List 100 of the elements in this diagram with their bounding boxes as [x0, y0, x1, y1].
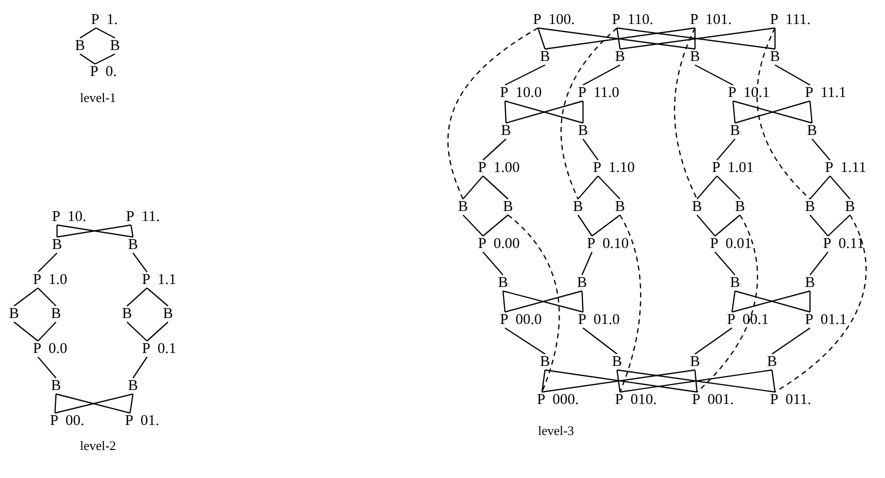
node-label: P 100.	[533, 12, 575, 28]
connector-line	[126, 288, 148, 306]
node-label: B	[501, 123, 512, 139]
connector-line	[694, 328, 732, 354]
node-label: B	[540, 354, 550, 370]
node-label: P 010.	[615, 392, 657, 408]
connector-line	[774, 64, 810, 86]
dashed-connector	[560, 28, 618, 200]
node-label: B	[690, 49, 700, 65]
node-label: P 00.	[50, 413, 84, 429]
connector-line	[14, 288, 38, 306]
node-label: P 1.00	[478, 160, 520, 176]
node-label: P 01.1	[805, 312, 847, 328]
caption: level-1	[80, 90, 116, 106]
connector-line	[80, 54, 96, 64]
connector-line	[146, 322, 168, 342]
connector-line	[696, 214, 716, 236]
connector-line	[771, 370, 776, 392]
node-label: B	[52, 237, 62, 253]
connector-line	[581, 290, 584, 312]
node-label: B	[9, 306, 20, 322]
connector-line	[578, 214, 592, 236]
connector-line	[80, 28, 96, 38]
connector-line	[714, 252, 736, 276]
connector-line	[716, 176, 740, 200]
connector-line	[774, 28, 776, 49]
connector-line	[772, 328, 810, 354]
node-label: B	[770, 49, 780, 65]
dashed-connector	[774, 214, 867, 392]
node-label: B	[692, 199, 702, 215]
connector-line	[146, 288, 168, 306]
node-label: P 000.	[537, 392, 579, 408]
connector-line	[578, 176, 598, 200]
connector-line	[462, 176, 484, 200]
connector-line	[38, 356, 56, 378]
node-label: P 0.10	[587, 236, 629, 252]
node-label: B	[458, 199, 468, 215]
node-label: P 111.	[770, 12, 811, 28]
connector-line	[731, 290, 736, 312]
node-label: P 0.01	[710, 236, 752, 252]
dashed-connector	[508, 214, 560, 392]
connector-line	[132, 252, 148, 272]
node-label: B	[573, 199, 584, 215]
node-label: P 10.1	[728, 85, 770, 101]
node-label: B	[163, 306, 174, 322]
node-label: P 001.	[692, 392, 734, 408]
connector-line	[582, 328, 618, 354]
node-label: P 011.	[770, 392, 812, 408]
connector-line	[616, 28, 621, 50]
connector-line	[504, 328, 546, 354]
node-label: B	[767, 354, 778, 370]
connector-line	[504, 100, 507, 124]
dashed-connector	[674, 28, 698, 200]
connector-line	[94, 53, 116, 65]
connector-line	[96, 27, 116, 39]
node-label: B	[807, 123, 818, 139]
node-label: P 1.11	[825, 160, 866, 176]
connector-line	[126, 322, 148, 342]
connector-line	[828, 214, 850, 236]
node-label: P 0.0	[33, 341, 68, 357]
node-label: P 01.0	[578, 312, 620, 328]
connector-line	[482, 176, 508, 200]
node-label: B	[503, 199, 514, 215]
node-label: B	[615, 49, 626, 65]
connector-line	[714, 214, 740, 236]
node-label: B	[540, 49, 550, 65]
node-label: P 11.1	[805, 85, 846, 101]
connector-line	[482, 252, 504, 276]
node-label: B	[128, 378, 138, 394]
node-label: P 11.	[126, 209, 160, 225]
connector-line	[14, 322, 38, 342]
connector-line	[809, 100, 813, 124]
node-label: P 1.01	[712, 160, 754, 176]
connector-line	[694, 28, 696, 49]
node-label: P 1.	[91, 12, 118, 28]
node-label: P 11.0	[578, 85, 620, 101]
node-label: B	[51, 378, 62, 394]
dashed-connector	[756, 28, 810, 200]
node-label: P 10.0	[500, 85, 542, 101]
node-label: B	[690, 354, 700, 370]
node-label: B	[805, 199, 816, 215]
connector-line	[810, 252, 828, 276]
node-label: B	[845, 199, 856, 215]
connector-line	[482, 214, 508, 236]
connector-line	[502, 290, 506, 312]
node-label: P 110.	[612, 12, 654, 28]
node-label: P 0.00	[478, 236, 520, 252]
node-label: P 01.	[125, 413, 160, 429]
node-label: B	[128, 237, 138, 253]
connector-line	[616, 370, 621, 392]
node-label: B	[578, 123, 588, 139]
node-label: B	[730, 275, 740, 291]
node-label: B	[615, 199, 626, 215]
connector-line	[38, 322, 56, 342]
connector-line	[812, 138, 830, 160]
connector-line	[537, 28, 546, 50]
node-label: P 0.	[90, 64, 117, 80]
node-label: P 1.10	[593, 160, 635, 176]
connector-line	[56, 225, 58, 237]
node-label: B	[735, 199, 746, 215]
